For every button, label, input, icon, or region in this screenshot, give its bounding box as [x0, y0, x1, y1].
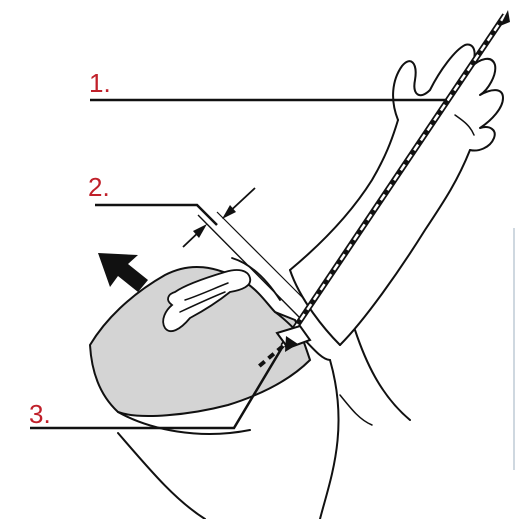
- callout-label-2: 2.: [88, 172, 110, 202]
- finger-line-1: [184, 282, 229, 301]
- callout-label-3: 3.: [29, 399, 51, 429]
- forearm-back-edge: [289, 269, 341, 346]
- cuff-edge-reference-line: [197, 214, 301, 319]
- artery-index-triangle: [285, 336, 298, 352]
- upper-arm-outline: [117, 329, 411, 519]
- cuff-lower-fold: [117, 411, 251, 435]
- elbow-reference-line: [216, 211, 306, 301]
- callout-2-leader: [95, 203, 218, 226]
- forearm-upper-edge: [289, 119, 399, 271]
- artery-marker-line-dash: [281, 14, 507, 347]
- artery-marker-line-extension: [255, 344, 285, 370]
- double-arrow-gap-icon: [182, 187, 256, 248]
- artery-index-mark: [275, 324, 312, 350]
- cuff-edge: [274, 311, 331, 361]
- artery-marker-arrowhead: [500, 10, 510, 26]
- hand-outline: [392, 43, 504, 152]
- finger-line-2: [179, 291, 226, 313]
- arrow-upper-left-icon: [98, 253, 148, 292]
- elbow-crease: [339, 394, 373, 426]
- callout-3-leader: [30, 345, 285, 430]
- palm-crease: [454, 114, 475, 136]
- callout-label-1: 1.: [89, 68, 111, 98]
- forearm-lower-edge: [339, 149, 471, 346]
